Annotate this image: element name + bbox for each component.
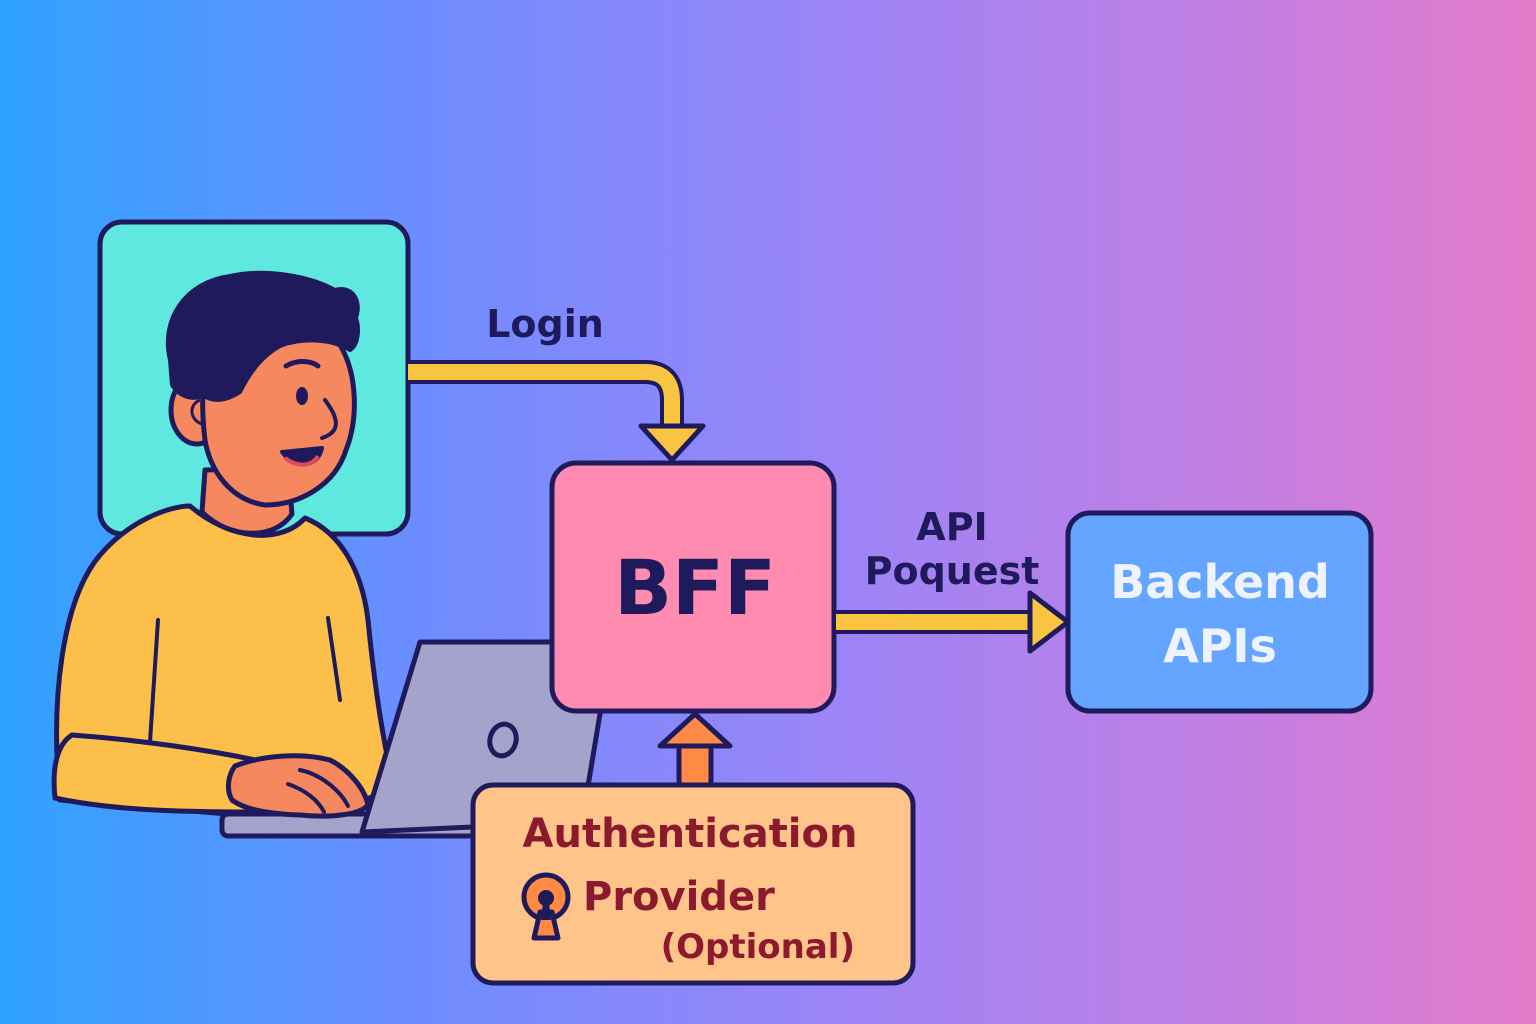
user-illustration (51, 219, 615, 839)
keyhole-icon (521, 872, 571, 941)
hand (225, 753, 371, 819)
auth-label-line2: Provider (583, 874, 775, 920)
backend-label-line2: APIs (1163, 619, 1277, 673)
login-arrow (408, 360, 706, 463)
auth-label-line1: Authentication (523, 811, 858, 857)
bff-label: BFF (614, 543, 776, 632)
laptop-logo (487, 721, 519, 759)
api-request-label-line1: API (916, 505, 987, 549)
eye (296, 387, 308, 405)
bff-box (549, 460, 837, 714)
auth-label-line3: (Optional) (661, 927, 855, 967)
auth-provider-box (470, 782, 916, 986)
api-request-arrow (836, 590, 1071, 654)
backend-apis-box (1065, 510, 1374, 714)
api-request-label-line2: Poquest (865, 549, 1040, 593)
login-label: Login (486, 302, 604, 346)
hair (165, 270, 360, 402)
backend-label-line1: Backend (1110, 555, 1330, 609)
auth-to-bff-arrow (657, 711, 733, 791)
